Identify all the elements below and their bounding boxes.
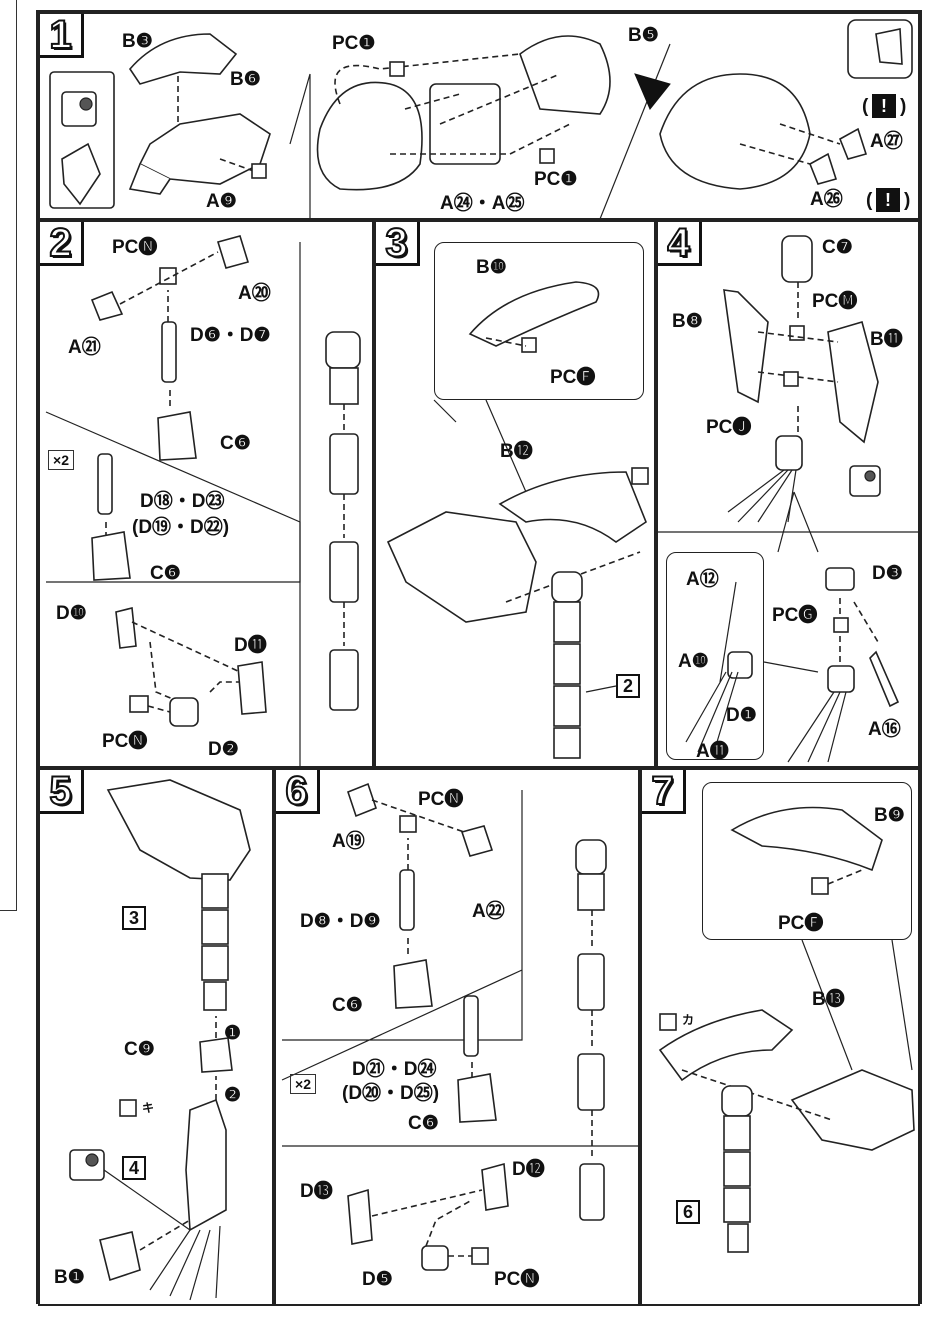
label-order-2: ❷ <box>224 1085 242 1106</box>
step-6-panel: 6 <box>274 768 640 1306</box>
instruction-sheet: 1 <box>36 10 922 1306</box>
label-b3: B❸ <box>122 31 153 52</box>
label-a22: A㉒ <box>472 901 505 922</box>
label-d20-d25: (D⑳・D㉕) <box>342 1083 440 1104</box>
step-5-drawing <box>69 779 251 1301</box>
label-pc-i-bottom: PC❶ <box>534 169 578 190</box>
label-c6-b: C❻ <box>408 1113 439 1134</box>
label-b6: B❻ <box>230 69 261 90</box>
label-pc-g: PC🅖 <box>772 605 818 626</box>
label-d10: D❿ <box>56 603 87 624</box>
label-pc-i-top: PC❶ <box>332 33 376 54</box>
label-a11: A⓫ <box>696 741 729 762</box>
label-a16: A⑯ <box>868 719 901 740</box>
label-a10: A❿ <box>678 651 709 672</box>
step-7-panel: 7 B❾ PC🅕 B⓭ カ 6 <box>640 768 920 1306</box>
step-4-drawing <box>658 235 918 763</box>
step-number: 3 <box>376 222 420 266</box>
step-number: 5 <box>40 770 84 814</box>
warning-icon-bottom: ! <box>876 188 900 212</box>
ref-step-2: 2 <box>616 674 640 698</box>
label-c6-a: C❻ <box>332 995 363 1016</box>
step-4-panel: 4 <box>656 220 920 768</box>
step-number: 4 <box>658 222 702 266</box>
label-b5: B❺ <box>628 25 659 46</box>
label-pc-n-bottom: PC🅝 <box>102 731 148 752</box>
label-pc-n-top: PC🅝 <box>112 237 158 258</box>
label-b13: B⓭ <box>812 989 845 1010</box>
label-pc-j: PC🅙 <box>706 417 752 438</box>
label-b10: B❿ <box>476 257 507 278</box>
label-a21: A㉑ <box>68 337 101 358</box>
label-a19: A⑲ <box>332 831 365 852</box>
label-c9: C❾ <box>124 1039 155 1060</box>
step-3-drawing <box>386 281 649 759</box>
label-d2: D❷ <box>208 739 239 760</box>
label-b12: B⓬ <box>500 441 533 462</box>
step-1-panel: 1 <box>38 12 920 220</box>
step-5-panel: 5 3 C❾ ❶ ❷ キ 4 B❶ <box>38 768 274 1306</box>
step-3-panel: 3 B❿ PC🅕 B⓬ カ 2 <box>374 220 656 768</box>
label-b1: B❶ <box>54 1267 85 1288</box>
label-d6-d7: D❻・D❼ <box>190 325 271 346</box>
label-pc-f: PC🅕 <box>550 367 596 388</box>
label-c7: C❼ <box>822 237 853 258</box>
label-ka: カ <box>682 1013 695 1027</box>
label-times-2: ×2 <box>290 1074 316 1094</box>
page-margin-strip <box>0 0 17 911</box>
step-2-drawing <box>45 235 361 766</box>
label-d8-d9: D❽・D❾ <box>300 911 381 932</box>
step-2-panel: 2 <box>38 220 374 768</box>
label-pc-n-bottom: PC🅝 <box>494 1269 540 1290</box>
step-6-drawing <box>281 782 638 1271</box>
label-d12: D⓬ <box>512 1159 545 1180</box>
label-order-1: ❶ <box>224 1023 242 1044</box>
label-c6-b: C❻ <box>150 563 181 584</box>
label-b11: B⓫ <box>870 329 903 350</box>
warning-paren-close-bottom: ) <box>904 190 911 211</box>
label-b8: B❽ <box>672 311 703 332</box>
label-d5: D❺ <box>362 1269 393 1290</box>
label-a12: A⑫ <box>686 569 719 590</box>
label-a24-a25: A㉔・A㉕ <box>440 193 525 214</box>
warning-paren-close-top: ) <box>900 96 907 117</box>
label-c6-a: C❻ <box>220 433 251 454</box>
callout-box <box>702 782 912 940</box>
label-d18-d23: D⑱・D㉓ <box>140 491 225 512</box>
label-pc-m: PC🅜 <box>812 291 858 312</box>
label-d3: D❸ <box>872 563 903 584</box>
label-a9: A❾ <box>206 191 237 212</box>
warning-icon-top: ! <box>872 94 896 118</box>
step-number: 7 <box>642 770 686 814</box>
step-7-drawing <box>658 806 915 1253</box>
label-a20: A⑳ <box>238 283 271 304</box>
ref-step-3: 3 <box>122 906 146 930</box>
label-d19-d22: (D⑲・D㉒) <box>132 517 230 538</box>
label-pc-f: PC🅕 <box>778 913 824 934</box>
label-d11: D⓫ <box>234 635 267 656</box>
label-a27: A㉗ <box>870 131 903 152</box>
label-times-2: ×2 <box>48 450 74 470</box>
warning-paren-open-top: ( <box>862 96 869 117</box>
label-b9: B❾ <box>874 805 905 826</box>
warning-paren-open-bottom: ( <box>866 190 873 211</box>
ref-step-6: 6 <box>676 1200 700 1224</box>
label-d21-d24: D㉑・D㉔ <box>352 1059 437 1080</box>
step-1-drawing <box>49 19 913 218</box>
ref-step-4: 4 <box>122 1156 146 1180</box>
step-number: 6 <box>276 770 320 814</box>
label-a26: A㉖ <box>810 189 843 210</box>
label-d1: D❶ <box>726 705 757 726</box>
step-number: 2 <box>40 222 84 266</box>
label-ki: キ <box>142 1101 155 1115</box>
label-d13: D⓭ <box>300 1181 333 1202</box>
step-number: 1 <box>40 14 84 58</box>
label-pc-n-top: PC🅝 <box>418 789 464 810</box>
